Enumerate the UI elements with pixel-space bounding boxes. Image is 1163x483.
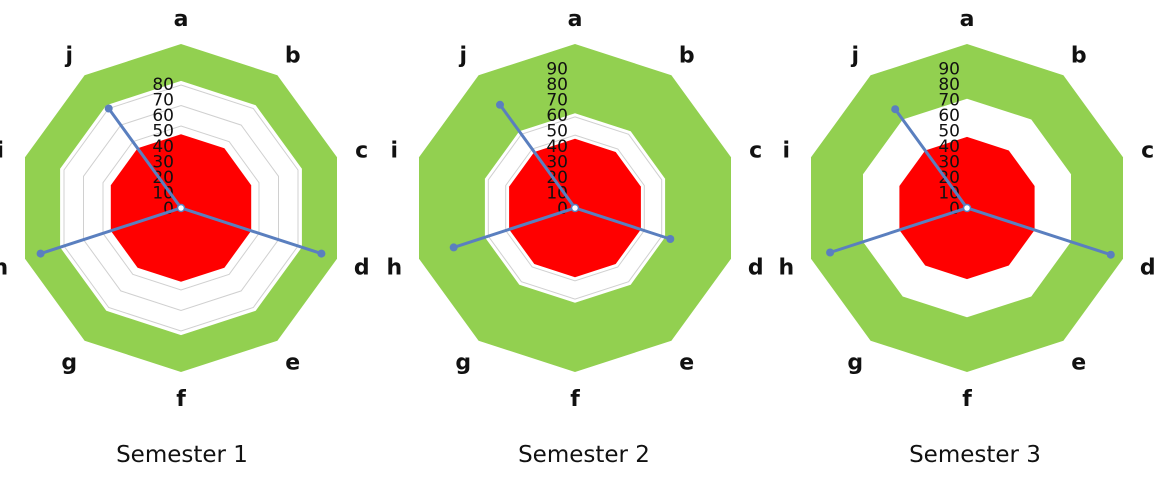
axis-label-d: d <box>1140 256 1156 281</box>
axis-label-b: b <box>1071 43 1087 68</box>
radial-tick-label: 0 <box>949 199 960 219</box>
radial-tick-label: 60 <box>152 106 174 126</box>
series-point-j <box>496 100 504 109</box>
radial-tick-label: 40 <box>546 137 568 157</box>
radial-tick-label: 30 <box>938 153 960 173</box>
axis-label-b: b <box>285 43 301 68</box>
series-point-j <box>891 105 900 114</box>
axis-label-i: i <box>0 138 4 163</box>
radial-tick-label: 90 <box>546 60 568 80</box>
axis-label-h: h <box>386 256 402 281</box>
axis-label-h: h <box>0 256 8 281</box>
grid-ring <box>63 84 299 332</box>
center-point <box>962 203 972 213</box>
chart-caption-semester-3: Semester 3 <box>909 442 1041 468</box>
axis-label-c: c <box>355 138 368 163</box>
radial-tick-label: 30 <box>152 153 174 173</box>
chart-caption-semester-2: Semester 2 <box>518 442 650 468</box>
chart-caption-semester-1: Semester 1 <box>116 442 248 468</box>
axis-label-d: d <box>748 256 764 281</box>
axis-label-f: f <box>962 387 972 412</box>
series-point-d <box>1106 250 1115 259</box>
radial-tick-label: 20 <box>938 168 960 188</box>
axis-label-j: j <box>851 43 860 68</box>
axis-label-f: f <box>570 387 580 412</box>
axis-label-g: g <box>455 351 471 376</box>
axis-label-h: h <box>778 256 794 281</box>
axis-label-c: c <box>1141 138 1154 163</box>
axis-label-i: i <box>783 138 791 163</box>
series-point-h <box>826 248 835 257</box>
radial-tick-label: 30 <box>546 153 568 173</box>
radial-tick-label: 0 <box>557 199 568 219</box>
grid-ring <box>487 116 663 300</box>
axis-label-j: j <box>459 43 468 68</box>
axis-label-g: g <box>61 351 77 376</box>
series-point-h <box>449 243 458 252</box>
series-point-d <box>666 235 675 243</box>
radial-tick-label: 80 <box>152 75 174 95</box>
axis-label-e: e <box>1071 351 1086 376</box>
radial-tick-label: 60 <box>938 106 960 126</box>
center-point <box>570 203 580 213</box>
radial-tick-label: 20 <box>546 168 568 188</box>
axis-label-e: e <box>679 351 694 376</box>
radial-tick-label: 40 <box>152 137 174 157</box>
radial-tick-label: 50 <box>152 122 174 142</box>
series-point-j <box>104 104 113 113</box>
axis-labels: a b c d e f g h i j <box>386 7 763 412</box>
radial-tick-label: 50 <box>546 122 568 142</box>
radial-tick-label: 50 <box>938 122 960 142</box>
axis-label-c: c <box>749 138 762 163</box>
radial-tick-label: 70 <box>546 91 568 111</box>
series-point-h <box>36 249 45 258</box>
radial-tick-label: 80 <box>938 75 960 95</box>
axis-label-g: g <box>847 351 863 376</box>
axis-label-i: i <box>391 138 399 163</box>
axis-label-a: a <box>960 7 975 32</box>
axis-label-a: a <box>568 7 583 32</box>
axis-labels: a b c d e f g h i j <box>778 7 1155 412</box>
radial-tick-label: 90 <box>938 60 960 80</box>
axis-labels: a b c d e f g h i j <box>0 7 370 412</box>
axis-label-b: b <box>679 43 695 68</box>
radial-tick-label: 40 <box>938 137 960 157</box>
radial-tick-label: 60 <box>546 106 568 126</box>
radial-tick-label: 80 <box>546 75 568 95</box>
grid-ring <box>83 104 279 312</box>
series-point-d <box>317 249 326 258</box>
axis-label-e: e <box>285 351 300 376</box>
radial-tick-label: 70 <box>938 91 960 111</box>
grid-ring <box>505 134 645 282</box>
radial-tick-label: 0 <box>163 199 174 219</box>
grid-ring <box>102 125 260 291</box>
center-point <box>176 203 186 213</box>
axis-label-a: a <box>174 7 189 32</box>
radial-tick-label: 20 <box>152 168 174 188</box>
axis-label-j: j <box>65 43 74 68</box>
radial-tick-label: 70 <box>152 91 174 111</box>
axis-label-f: f <box>176 387 186 412</box>
axis-label-d: d <box>354 256 370 281</box>
